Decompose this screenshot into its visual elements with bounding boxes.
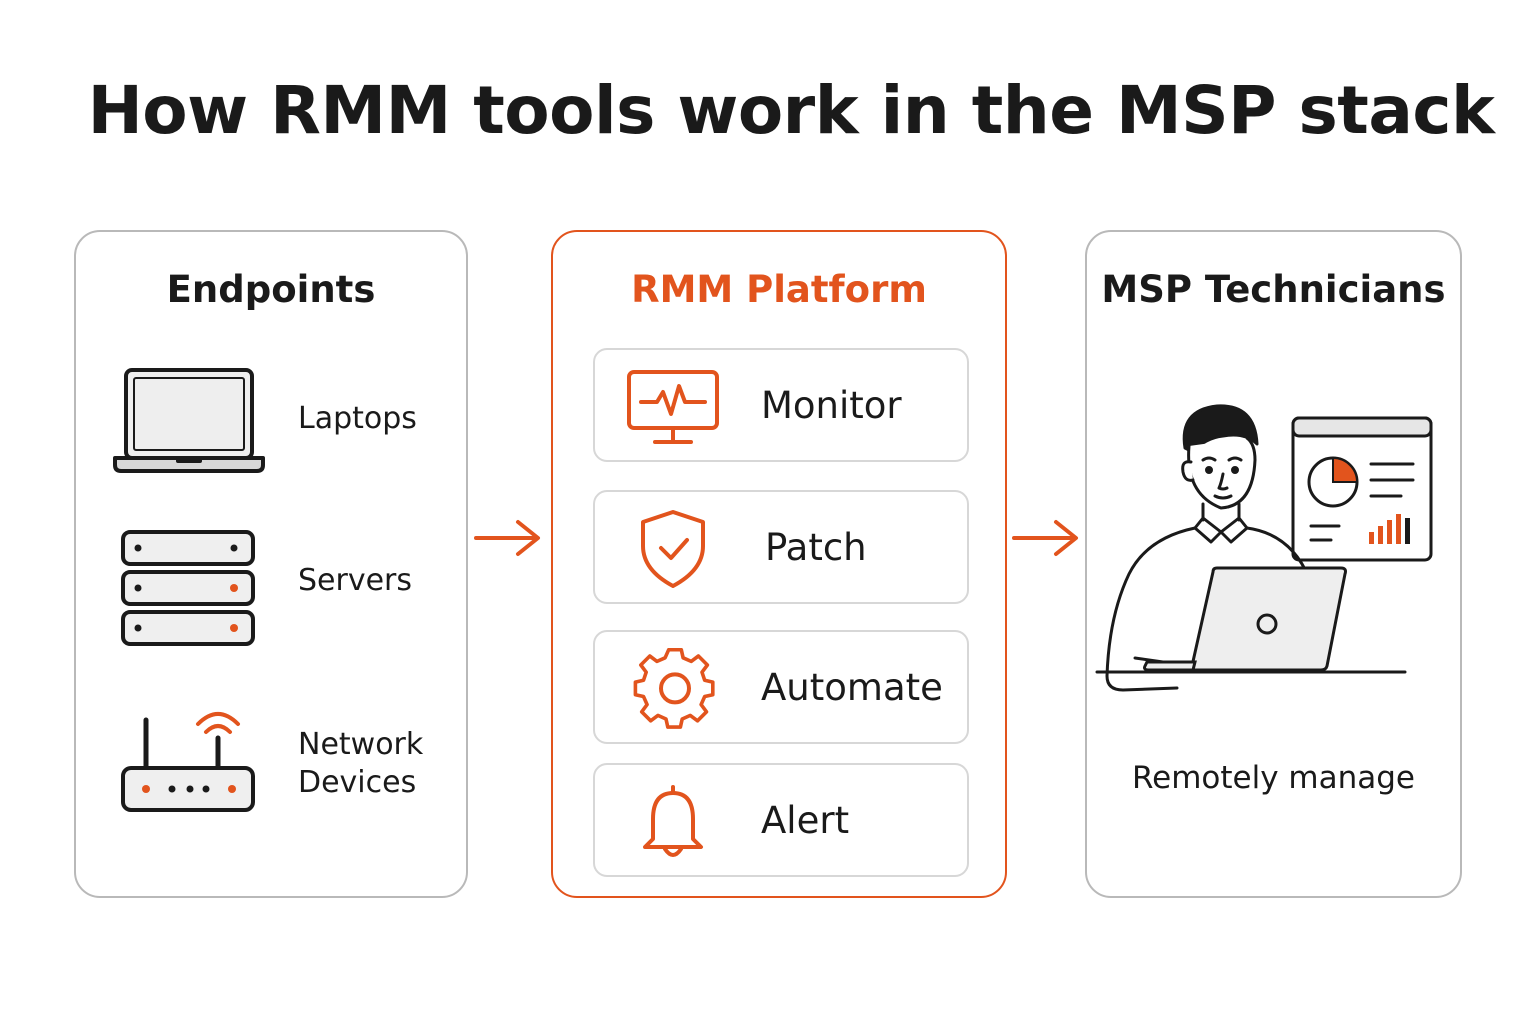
technician-avatar <box>1105 404 1311 692</box>
rmm-platform-panel: RMM Platform Monitor Patch Automate <box>551 230 1007 898</box>
technician-illustration <box>1095 404 1433 692</box>
capability-patch: Patch <box>593 490 969 604</box>
technicians-caption: Remotely manage <box>1131 760 1415 796</box>
msp-technicians-panel: MSP Technicians <box>1085 230 1462 898</box>
capability-monitor: Monitor <box>593 348 969 462</box>
shield-check-icon <box>641 510 705 588</box>
msp-technicians-title: MSP Technicians <box>1101 268 1446 311</box>
capability-alert: Alert <box>593 763 969 877</box>
endpoints-panel: Endpoints Laptops Servers <box>74 230 468 898</box>
capability-label: Monitor <box>761 384 902 427</box>
arrow-right-icon <box>1012 520 1078 556</box>
laptop-icon <box>1095 566 1407 674</box>
router-icon <box>121 712 255 812</box>
dashboard-icon <box>1291 416 1433 562</box>
endpoints-title: Endpoints <box>166 268 376 311</box>
bell-icon <box>643 785 703 857</box>
page-title: How RMM tools work in the MSP stack <box>87 72 1495 149</box>
endpoint-label: Servers <box>298 563 413 598</box>
server-stack-icon <box>121 530 255 646</box>
gear-icon <box>633 648 715 729</box>
arrow-right-icon <box>474 520 540 556</box>
endpoint-label: Laptops <box>298 401 417 436</box>
monitor-pulse-icon <box>627 370 719 444</box>
endpoint-label: Network Devices <box>298 727 424 800</box>
capability-automate: Automate <box>593 630 969 744</box>
capability-label: Alert <box>761 799 850 842</box>
capability-label: Automate <box>761 666 943 709</box>
capability-label: Patch <box>765 526 867 569</box>
laptop-icon <box>113 368 265 473</box>
rmm-platform-title: RMM Platform <box>631 268 927 311</box>
